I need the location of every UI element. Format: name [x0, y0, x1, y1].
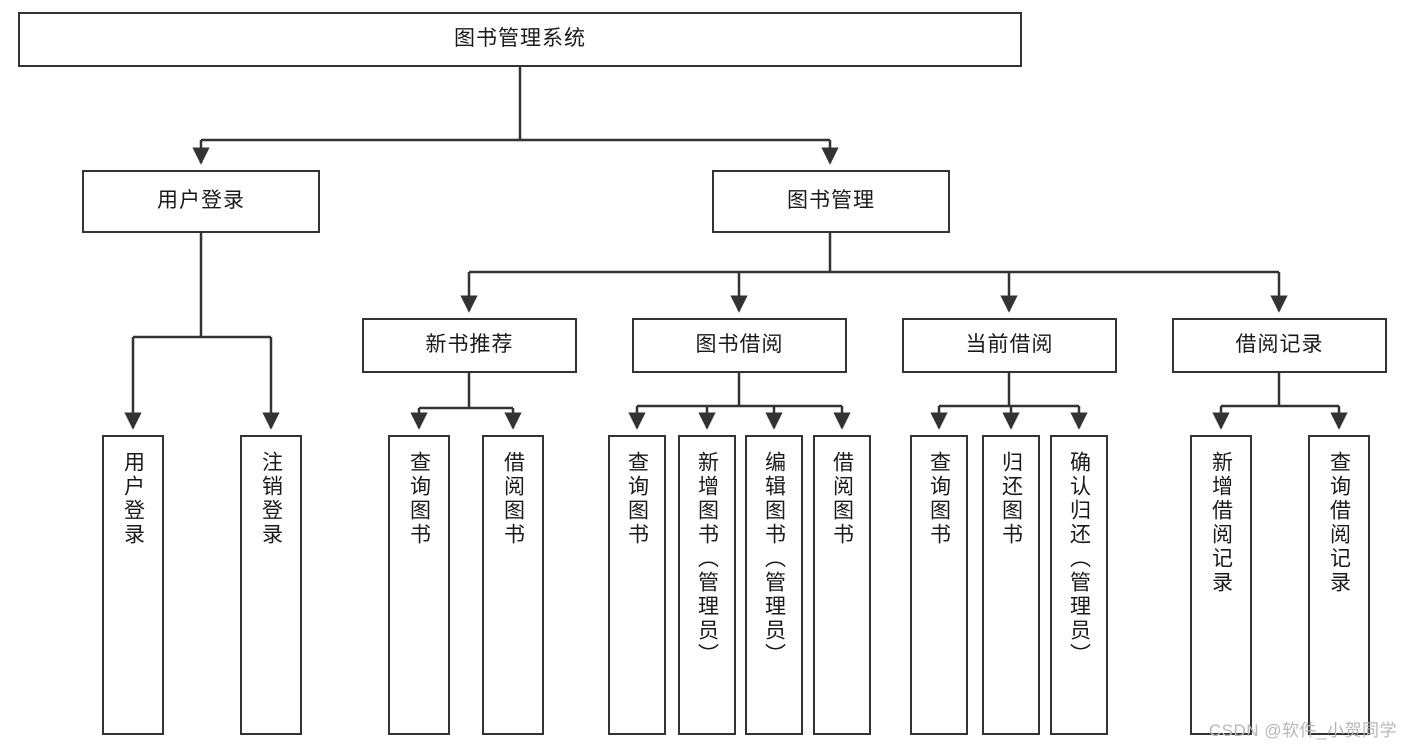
leaf-logout-label: 注销登录 [259, 451, 283, 547]
node-root[interactable]: 图书管理系统 [18, 12, 1022, 67]
leaf-query-books-borrowing[interactable]: 查询图书 [608, 435, 666, 735]
leaf-user-login[interactable]: 用户登录 [102, 435, 164, 735]
leaf-add-book-admin-label: 新增图书（管理员） [695, 451, 719, 667]
leaf-add-borrowing-record[interactable]: 新增借阅记录 [1190, 435, 1252, 735]
leaf-query-books-current[interactable]: 查询图书 [910, 435, 968, 735]
leaf-return-books-label: 归还图书 [999, 451, 1023, 547]
node-book-management-label: 图书管理 [787, 189, 875, 213]
node-user-login[interactable]: 用户登录 [82, 170, 320, 233]
node-current-borrowing[interactable]: 当前借阅 [902, 318, 1117, 373]
leaf-add-borrowing-record-label: 新增借阅记录 [1209, 451, 1233, 595]
csdn-watermark: CSDN @软件_小贺同学 [1208, 721, 1397, 740]
node-new-book-recommendation-label: 新书推荐 [425, 333, 514, 357]
node-book-borrowing[interactable]: 图书借阅 [632, 318, 847, 373]
leaf-query-books-borrowing-label: 查询图书 [625, 451, 649, 547]
leaf-query-books-recommend[interactable]: 查询图书 [388, 435, 450, 735]
leaf-borrow-books-recommend[interactable]: 借阅图书 [482, 435, 544, 735]
node-borrowing-records-label: 借阅记录 [1235, 333, 1324, 357]
leaf-edit-book-admin-label: 编辑图书（管理员） [762, 451, 786, 667]
node-current-borrowing-label: 当前借阅 [965, 333, 1054, 357]
leaf-query-borrowing-record[interactable]: 查询借阅记录 [1308, 435, 1370, 735]
leaf-query-books-recommend-label: 查询图书 [407, 451, 431, 547]
leaf-borrow-books-recommend-label: 借阅图书 [501, 451, 525, 547]
leaf-logout[interactable]: 注销登录 [240, 435, 302, 735]
node-book-management[interactable]: 图书管理 [712, 170, 950, 233]
leaf-query-borrowing-record-label: 查询借阅记录 [1327, 451, 1351, 595]
node-new-book-recommendation[interactable]: 新书推荐 [362, 318, 577, 373]
leaf-query-books-current-label: 查询图书 [927, 451, 951, 547]
node-book-borrowing-label: 图书借阅 [695, 333, 784, 357]
leaf-add-book-admin[interactable]: 新增图书（管理员） [678, 435, 736, 735]
leaf-edit-book-admin[interactable]: 编辑图书（管理员） [745, 435, 803, 735]
leaf-return-books[interactable]: 归还图书 [982, 435, 1040, 735]
node-root-label: 图书管理系统 [454, 27, 586, 51]
leaf-confirm-return-admin-label: 确认归还（管理员） [1067, 451, 1091, 667]
leaf-borrow-books-borrowing-label: 借阅图书 [830, 451, 854, 547]
leaf-borrow-books-borrowing[interactable]: 借阅图书 [813, 435, 871, 735]
node-borrowing-records[interactable]: 借阅记录 [1172, 318, 1387, 373]
leaf-user-login-label: 用户登录 [121, 451, 145, 547]
leaf-confirm-return-admin[interactable]: 确认归还（管理员） [1050, 435, 1108, 735]
node-user-login-label: 用户登录 [157, 189, 245, 213]
